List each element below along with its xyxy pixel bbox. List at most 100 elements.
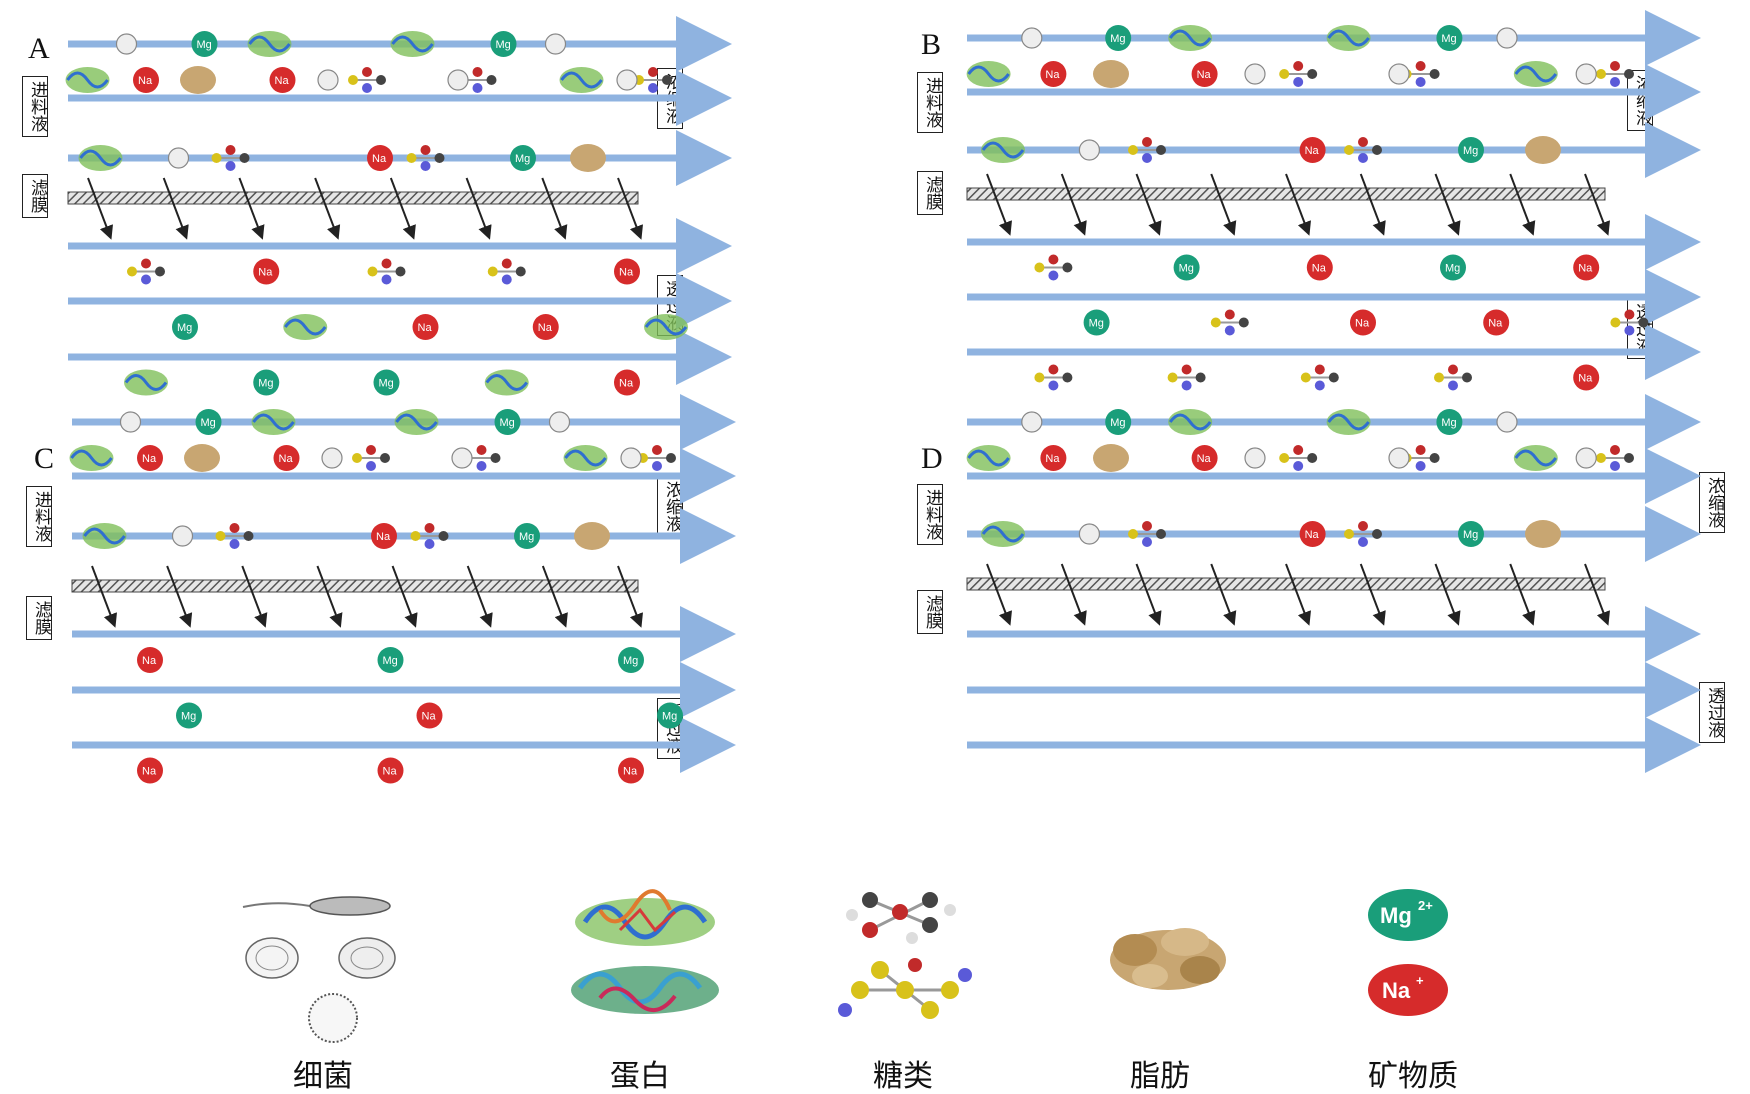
- mg-ion: [1440, 254, 1466, 281]
- mg-ion-label: Mg: [1441, 33, 1456, 45]
- na-ion-label: Na: [538, 322, 553, 334]
- permeation-arrow: [1434, 173, 1461, 236]
- mg-ion-label: Mg: [1110, 33, 1125, 45]
- feed-particle: Na: [1040, 445, 1067, 471]
- feed-particle: [211, 145, 250, 171]
- sugar-atom: [362, 67, 372, 77]
- feed-particle: [215, 523, 254, 549]
- feed-particle: [1279, 445, 1318, 471]
- feed-particle: [1021, 27, 1043, 49]
- feed-particle: [1575, 63, 1597, 85]
- protein-icon: [571, 889, 719, 1014]
- feed-label: 进料液: [917, 72, 943, 133]
- sugar-atom: [1048, 364, 1059, 375]
- permeate-particle: Na: [614, 258, 640, 285]
- mg-ion: [253, 369, 280, 396]
- protein-chain: [1327, 413, 1370, 431]
- feed-particle: [410, 523, 449, 549]
- sugar-atom: [1314, 364, 1325, 375]
- feed-particle: [406, 145, 445, 171]
- panel-letter: A: [28, 32, 50, 65]
- feed-particle: [394, 409, 439, 435]
- legend-label-protein: 蛋白: [610, 1059, 670, 1094]
- feed-particle: [1093, 60, 1129, 88]
- bacteria: [1388, 63, 1410, 85]
- permeation-arrow: [391, 565, 418, 628]
- sugar-atom: [1167, 372, 1178, 383]
- protein-chain: [644, 318, 688, 336]
- feed-particle: [1596, 445, 1634, 471]
- bacteria: [1575, 63, 1597, 85]
- feed-particle: Na: [1191, 445, 1218, 471]
- permeation-arrow: [238, 177, 265, 240]
- na-ion: [371, 523, 397, 549]
- na-ion: [377, 757, 404, 784]
- permeate-particle: Mg: [618, 647, 644, 673]
- feed-particle: [1344, 137, 1382, 163]
- na-ion: [1191, 61, 1218, 87]
- svg-text:2+: 2+: [1418, 898, 1433, 913]
- sugar-atom: [1307, 69, 1318, 79]
- feed-particle: [184, 444, 220, 472]
- feed-particle: [634, 67, 672, 93]
- na-ion-label: Na: [1488, 318, 1503, 330]
- sugar-atom: [1156, 529, 1166, 539]
- feed-particle: [1575, 447, 1597, 469]
- fat: [574, 522, 610, 550]
- mg-ion: [1083, 309, 1110, 336]
- na-ion-label: Na: [138, 75, 153, 87]
- mg-ion-label: Mg: [1089, 318, 1104, 330]
- sugar-atom: [1238, 317, 1249, 328]
- mg-ion-label: Mg: [181, 711, 196, 723]
- sugar-atom: [420, 161, 431, 171]
- permeate-particle: [487, 258, 526, 285]
- bacteria: [171, 525, 194, 547]
- permeate-particle: [1434, 364, 1472, 391]
- permeation-arrow: [1434, 563, 1461, 626]
- na-ion: [1483, 309, 1510, 336]
- sugar-atom: [211, 153, 222, 163]
- sugar-atom: [395, 266, 406, 277]
- feed-particle: [981, 521, 1025, 547]
- permeation-arrow: [1584, 173, 1610, 236]
- sugar-atom: [515, 266, 526, 277]
- permeation-arrow: [1509, 563, 1536, 626]
- mg-ion-label: Mg: [201, 417, 216, 429]
- sugar-atom: [476, 461, 487, 471]
- feed-particle: [352, 445, 390, 471]
- sugar-atom: [490, 453, 501, 463]
- na-ion: [1299, 137, 1326, 163]
- sugar-atom: [239, 153, 250, 163]
- feed-particle: [1168, 25, 1213, 51]
- feed-label: 进料液: [917, 484, 943, 545]
- protein-chain: [967, 449, 1010, 467]
- panel-letter: B: [921, 28, 942, 61]
- mg-ion: [618, 647, 644, 673]
- legend-label-bacteria: 细菌: [293, 1059, 353, 1094]
- permeation-arrow: [87, 177, 113, 240]
- na-ion-icon: Na +: [1368, 964, 1448, 1016]
- na-ion-label: Na: [623, 766, 638, 778]
- sugar-atom: [1328, 372, 1339, 383]
- sugar-atom: [1344, 529, 1354, 539]
- fat: [1093, 444, 1129, 472]
- sugar-atom: [501, 258, 512, 269]
- sugar-atom: [501, 274, 512, 285]
- sugar-atom: [1048, 270, 1059, 281]
- bacteria: [548, 411, 571, 433]
- feed-particle: [1496, 27, 1518, 49]
- sugar-atom: [1462, 372, 1472, 383]
- bacteria: [317, 69, 339, 91]
- feed-particle: [1244, 63, 1266, 85]
- permeate-particle: [1610, 309, 1649, 336]
- sugar-atom: [1429, 453, 1440, 463]
- permeation-arrow: [986, 563, 1012, 626]
- feed-particle: [247, 31, 292, 57]
- na-ion-label: Na: [1305, 145, 1320, 157]
- feed-particle: [119, 411, 142, 433]
- na-ion: [1040, 61, 1067, 87]
- protein-chain: [564, 449, 607, 467]
- na-ion: [614, 369, 640, 396]
- feed-particle: [559, 67, 604, 93]
